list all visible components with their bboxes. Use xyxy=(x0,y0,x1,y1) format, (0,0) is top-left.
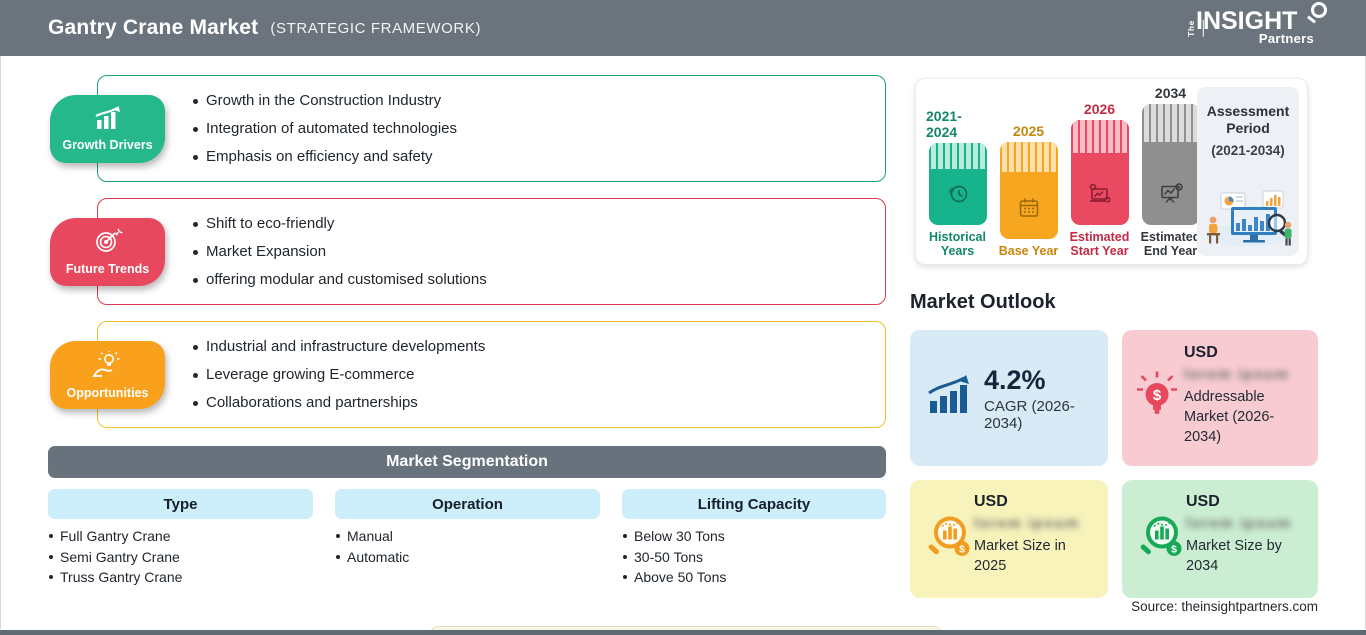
timeline-bars: 2021-2024 Historical Years 2025 xyxy=(926,85,1204,258)
header-bar: Gantry Crane Market (STRATEGIC FRAMEWORK… xyxy=(0,0,1366,56)
growth-chart-icon xyxy=(926,374,972,422)
list-item: Below 30 Tons xyxy=(622,526,726,547)
calendar-icon xyxy=(1016,195,1042,226)
card-label: Addressable Market (2026-2034) xyxy=(1184,389,1275,445)
opportunities-list: Industrial and infrastructure developmen… xyxy=(191,333,885,417)
list-item: Leverage growing E-commerce xyxy=(191,361,885,389)
market-size-2034-card: $ USD lorem ipsum Market Size by 2034 xyxy=(1122,480,1318,598)
cagr-label: CAGR (2026-2034) xyxy=(984,397,1075,432)
card-label: Market Size by 2034 xyxy=(1186,538,1282,574)
cagr-value: 4.2% xyxy=(984,364,1046,395)
opportunities-label: Opportunities xyxy=(66,385,149,400)
future-trends-box: Shift to eco-friendly Market Expansion o… xyxy=(97,198,886,305)
future-trends-list: Shift to eco-friendly Market Expansion o… xyxy=(191,210,885,294)
cagr-card: 4.2% CAGR (2026-2034) xyxy=(910,330,1108,466)
opportunities-badge: Opportunities xyxy=(50,341,165,409)
bar-chart-growth-icon xyxy=(91,106,125,135)
blurred-value: lorem ipsum xyxy=(1184,366,1290,383)
analytics-illustration xyxy=(1201,183,1295,252)
list-item: Above 50 Tons xyxy=(622,567,726,588)
segment-header-lifting-capacity: Lifting Capacity xyxy=(622,489,886,519)
list-item: Truss Gantry Crane xyxy=(48,567,182,588)
timeline-bar-historical: 2021-2024 Historical Years xyxy=(926,108,987,258)
segment-list-operation: Manual Automatic xyxy=(335,526,409,567)
opportunities-box: Industrial and infrastructure developmen… xyxy=(97,321,886,428)
timeline-bar-est-end: 2034 Estimated End Year xyxy=(1140,85,1201,258)
growth-drivers-box: Growth in the Construction Industry Inte… xyxy=(97,75,886,182)
market-outlook-title: Market Outlook xyxy=(910,291,1056,313)
timeline-bar-base: 2025 Base Year xyxy=(998,123,1059,258)
page-title: Gantry Crane Market xyxy=(48,16,259,39)
source-attribution: Source: theinsightpartners.com xyxy=(1131,599,1318,614)
logo-insight-text: The INSIGHT xyxy=(1178,2,1327,37)
addressable-market-card: $ USD lorem ipsum Addressable Market (20… xyxy=(1122,330,1318,466)
list-item: Growth in the Construction Industry xyxy=(191,87,885,115)
laptop-chart-gear-icon xyxy=(1086,181,1114,212)
logo-partners-text: Partners xyxy=(1258,31,1314,46)
bottom-divider-bar xyxy=(0,630,1366,635)
insight-partners-logo: The INSIGHT Partners xyxy=(1178,2,1327,46)
market-segmentation-header: Market Segmentation xyxy=(48,446,886,478)
segment-header-operation: Operation xyxy=(335,489,600,519)
list-item: Collaborations and partnerships xyxy=(191,389,885,417)
future-trends-badge: Future Trends xyxy=(50,218,165,286)
list-item: Market Expansion xyxy=(191,238,885,266)
future-trends-label: Future Trends xyxy=(65,262,150,276)
list-item: Emphasis on efficiency and safety xyxy=(191,143,885,171)
list-item: Shift to eco-friendly xyxy=(191,210,885,238)
list-item: Automatic xyxy=(335,547,409,568)
magnifier-ring-icon xyxy=(1311,2,1327,18)
target-dart-icon xyxy=(93,228,123,259)
magnifier-chart-icon: $ xyxy=(922,511,974,568)
hand-bulb-icon xyxy=(91,349,124,383)
currency-label: USD xyxy=(1184,344,1218,361)
segment-list-lifting-capacity: Below 30 Tons 30-50 Tons Above 50 Tons xyxy=(622,526,726,588)
segment-header-type: Type xyxy=(48,489,313,519)
market-size-2025-card: $ USD lorem ipsum Market Size in 2025 xyxy=(910,480,1108,598)
growth-drivers-label: Growth Drivers xyxy=(62,138,153,152)
svg-text:$: $ xyxy=(1153,387,1162,404)
card-label: Market Size in 2025 xyxy=(974,538,1066,574)
forecast-timeline-card: 2021-2024 Historical Years 2025 xyxy=(915,78,1308,265)
currency-label: USD xyxy=(1186,493,1220,510)
assessment-period-range: (2021-2034) xyxy=(1211,143,1285,158)
magnifier-chart-icon: $ xyxy=(1134,511,1186,568)
growth-drivers-list: Growth in the Construction Industry Inte… xyxy=(191,87,885,171)
presentation-board-icon xyxy=(1158,181,1184,212)
list-item: Full Gantry Crane xyxy=(48,526,182,547)
blurred-value: lorem ipsum xyxy=(974,515,1080,532)
list-item: 30-50 Tons xyxy=(622,547,726,568)
list-item: Industrial and infrastructure developmen… xyxy=(191,333,885,361)
logo-the-text: The xyxy=(1178,20,1204,37)
assessment-period-title: Assessment Period xyxy=(1206,103,1290,136)
svg-text:$: $ xyxy=(959,544,965,556)
page-subtitle: (STRATEGIC FRAMEWORK) xyxy=(270,19,482,37)
svg-text:$: $ xyxy=(1171,544,1177,556)
list-item: offering modular and customised solution… xyxy=(191,266,885,294)
assessment-period-panel: Assessment Period (2021-2034) xyxy=(1197,87,1299,256)
currency-label: USD xyxy=(974,493,1008,510)
growth-drivers-badge: Growth Drivers xyxy=(50,95,165,163)
bulb-dollar-icon: $ xyxy=(1134,370,1180,427)
blurred-value: lorem ipsum xyxy=(1186,515,1292,532)
history-clock-icon xyxy=(945,181,971,212)
list-item: Manual xyxy=(335,526,409,547)
list-item: Semi Gantry Crane xyxy=(48,547,182,568)
list-item: Integration of automated technologies xyxy=(191,115,885,143)
segment-list-type: Full Gantry Crane Semi Gantry Crane Trus… xyxy=(48,526,182,588)
timeline-bar-est-start: 2026 Estimated Start Year xyxy=(1069,101,1130,258)
